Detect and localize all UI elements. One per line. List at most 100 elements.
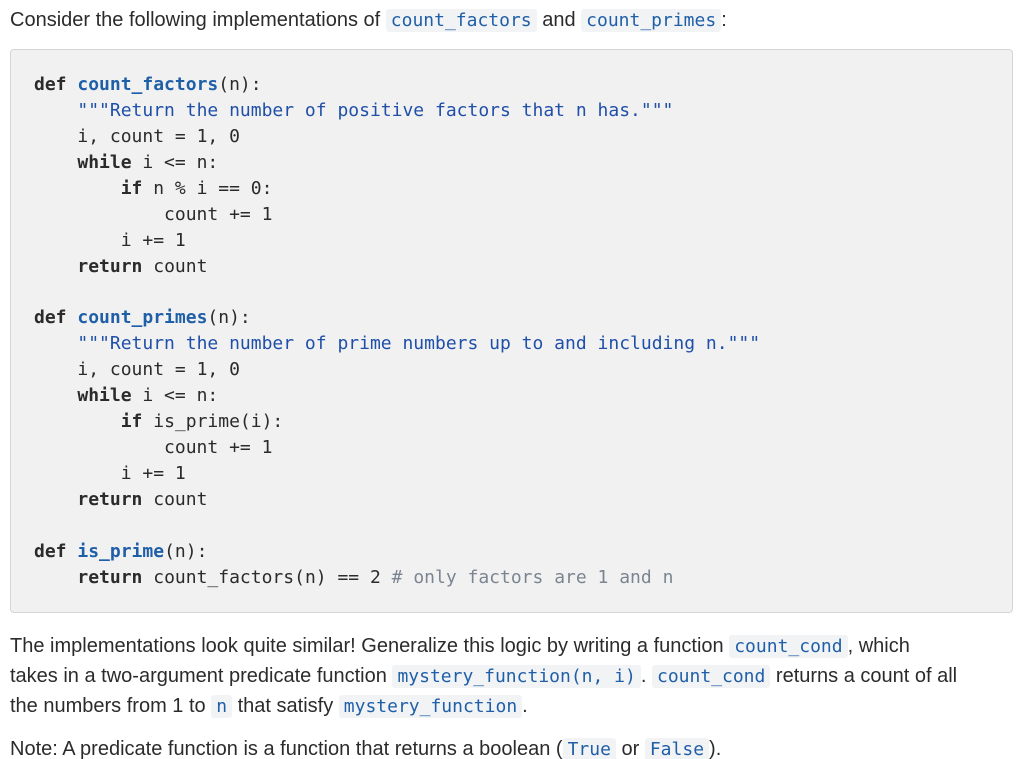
code-line: count += 1: [34, 435, 760, 461]
description-text: returns a count of all: [770, 665, 958, 687]
note-paragraph: Note: A predicate function is a function…: [10, 734, 721, 759]
code-line: count += 1: [34, 202, 760, 228]
intro-text: Consider the following implementations o…: [10, 9, 386, 31]
code-keyword: while: [77, 385, 132, 407]
inline-code: n: [211, 695, 233, 718]
code-keyword: return: [77, 255, 143, 277]
code-docstring: """Return the number of prime numbers up…: [77, 333, 761, 355]
code-line: i, count = 1, 0: [34, 124, 760, 150]
note-text: or: [615, 738, 645, 759]
note-text: Note: A predicate function is a function…: [10, 738, 563, 759]
code-block: def count_factors(n): """Return the numb…: [10, 49, 1013, 613]
code-indent: [34, 411, 121, 432]
intro-text: and: [536, 9, 582, 31]
code-text: count += 1: [164, 203, 273, 225]
inline-code: mystery_function(n, i): [392, 665, 641, 688]
code-text: [67, 541, 78, 562]
code-function-name: count_primes: [77, 307, 208, 329]
code-indent: [34, 463, 121, 484]
code-text: (n):: [207, 307, 251, 329]
code-text: count: [142, 255, 208, 277]
code-keyword: def: [34, 74, 67, 95]
code-line: def is_prime(n):: [34, 539, 760, 565]
code-text: [67, 74, 78, 95]
code-indent: [34, 178, 121, 199]
inline-code: count_cond: [729, 635, 848, 658]
code-text: (n):: [164, 540, 208, 562]
code-line: """Return the number of prime numbers up…: [34, 331, 760, 357]
code-line: return count: [34, 487, 760, 513]
code-indent: [34, 359, 77, 380]
code-line: i += 1: [34, 461, 760, 487]
code-text: i, count = 1, 0: [77, 125, 240, 147]
code-indent: [34, 437, 164, 458]
intro-text: :: [721, 9, 727, 31]
code-text: count: [142, 489, 208, 510]
code-keyword: def: [34, 307, 67, 329]
code-indent: [34, 567, 77, 588]
code-text: i += 1: [120, 463, 186, 485]
code-text: count_factors(n) == 2: [142, 566, 392, 588]
code-function-name: is_prime: [77, 540, 165, 562]
description-text: The implementations look quite similar! …: [10, 635, 730, 657]
inline-code: True: [562, 738, 616, 759]
code-text: n % i == 0:: [142, 177, 273, 199]
code-line: return count_factors(n) == 2 # only fact…: [34, 565, 760, 591]
code-text: (n):: [218, 74, 262, 95]
description-line: The implementations look quite similar! …: [10, 631, 910, 662]
intro-paragraph: Consider the following implementations o…: [10, 5, 727, 36]
description-text: the numbers from 1 to: [10, 695, 212, 717]
code-function-name: count_factors: [77, 74, 219, 95]
inline-code: count_factors: [385, 9, 537, 32]
code-indent: [34, 385, 77, 406]
description-text: , which: [847, 635, 910, 657]
description-line: takes in a two-argument predicate functi…: [10, 661, 957, 692]
code-line: [34, 280, 760, 306]
code-line: i += 1: [34, 228, 760, 254]
code-keyword: def: [34, 540, 67, 562]
description-text: .: [522, 695, 528, 717]
code-line: [34, 513, 760, 539]
code-line: def count_primes(n):: [34, 305, 760, 331]
code-line: i, count = 1, 0: [34, 357, 760, 383]
code-indent: [34, 489, 77, 510]
code-text: is_prime(i):: [142, 411, 284, 433]
code-keyword: return: [77, 489, 143, 510]
code-indent: [34, 152, 77, 173]
code-indent: [34, 256, 77, 277]
code-comment: # only factors are 1 and n: [391, 566, 674, 588]
code-line: if is_prime(i):: [34, 409, 760, 435]
code-indent: [34, 126, 77, 147]
code-indent: [34, 204, 164, 225]
code-text: i <= n:: [131, 151, 219, 173]
code-text: [67, 307, 78, 328]
code-line: """Return the number of positive factors…: [34, 98, 760, 124]
code-text: count += 1: [164, 437, 273, 459]
inline-code: False: [644, 738, 710, 759]
inline-code: mystery_function: [338, 695, 523, 718]
code-indent: [34, 100, 77, 121]
code-text: i <= n:: [131, 385, 219, 407]
code-listing: def count_factors(n): """Return the numb…: [34, 72, 760, 591]
code-indent: [34, 333, 77, 354]
note-text: ).: [709, 738, 722, 759]
code-keyword: return: [77, 566, 143, 588]
description-text: .: [640, 665, 652, 687]
code-line: while i <= n:: [34, 150, 760, 176]
code-line: return count: [34, 254, 760, 280]
description-line: the numbers from 1 to n that satisfy mys…: [10, 691, 528, 722]
code-indent: [34, 230, 121, 251]
code-docstring: """Return the number of positive factors…: [77, 99, 674, 121]
description-text: takes in a two-argument predicate functi…: [10, 665, 393, 687]
code-line: def count_factors(n):: [34, 72, 760, 98]
code-text: i, count = 1, 0: [77, 359, 240, 381]
code-keyword: if: [120, 177, 143, 199]
inline-code: count_cond: [651, 665, 771, 688]
code-line: if n % i == 0:: [34, 176, 760, 202]
code-keyword: if: [120, 411, 143, 433]
code-keyword: while: [77, 151, 132, 173]
code-line: while i <= n:: [34, 383, 760, 409]
code-text: i += 1: [120, 229, 186, 251]
description-text: that satisfy: [232, 695, 339, 717]
inline-code: count_primes: [581, 9, 722, 32]
